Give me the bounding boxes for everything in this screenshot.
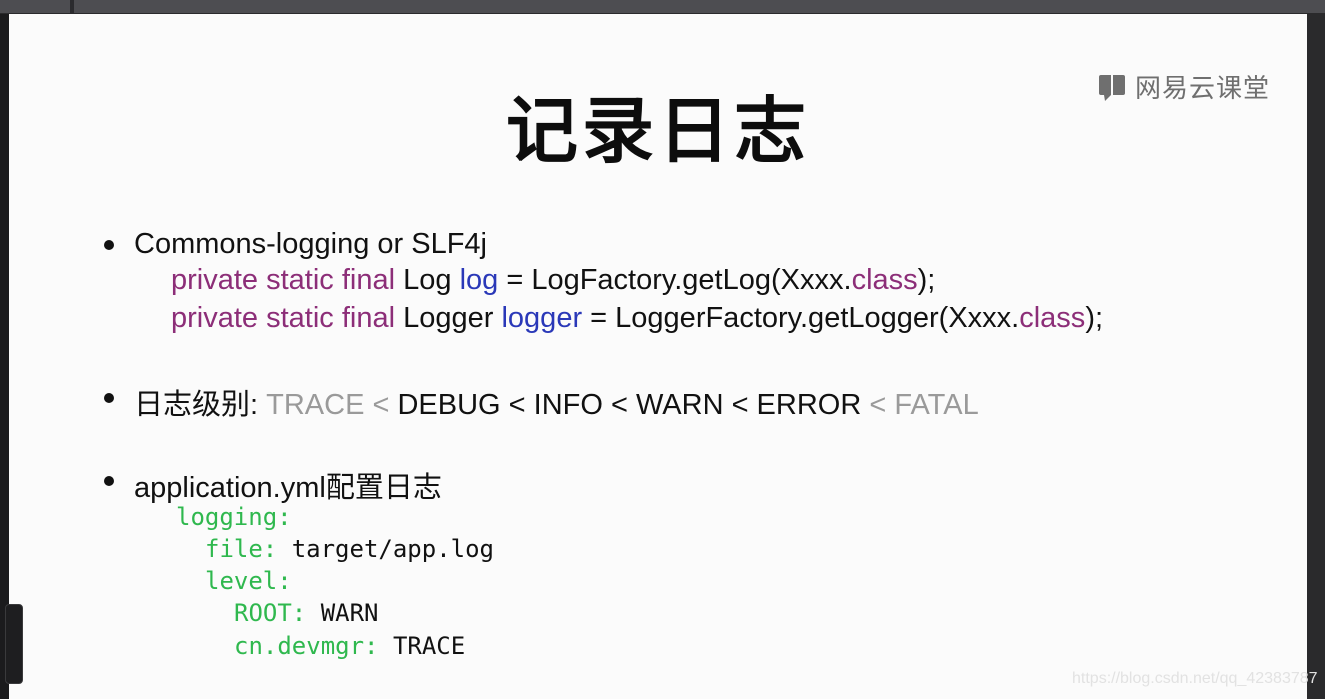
yaml-file-key: file: [205, 535, 278, 563]
yaml-logging-key: logging: [176, 503, 292, 531]
code2-type: Logger [403, 302, 494, 334]
code1-var: log [459, 264, 499, 296]
yaml-file: file: target/app.log [205, 535, 494, 563]
yaml-level-key: level: [205, 567, 292, 595]
bullet-dot-1 [104, 240, 114, 250]
code1-call: LogFactory.getLog(Xxxx. [531, 264, 852, 296]
bullet-1-heading: Commons-logging or SLF4j [134, 228, 487, 260]
yaml-root: ROOT: WARN [234, 599, 379, 627]
watermark-url: https://blog.csdn.net/qq_42383787 [1072, 670, 1318, 687]
code2-modifiers: private static final [171, 302, 396, 334]
logo-text: 网易云课堂 [1135, 74, 1271, 104]
code1-equals: = [506, 264, 524, 296]
level-fatal: FATAL [894, 389, 979, 421]
log-levels-label: 日志级别: [134, 389, 259, 421]
level-lt-2: < [869, 389, 887, 421]
yaml-package: cn.devmgr: TRACE [234, 632, 465, 660]
code1-type: Log [403, 264, 452, 296]
yaml-root-value: WARN [320, 599, 379, 627]
code-line-1: private static final Log log = LogFactor… [171, 264, 935, 297]
bullet-dot-3 [104, 476, 114, 486]
code2-end: ); [1085, 302, 1104, 334]
top-bar-marker [70, 0, 74, 13]
code2-var: logger [501, 302, 583, 334]
code2-class-kw: class [1019, 302, 1086, 334]
yaml-package-value: TRACE [392, 632, 466, 660]
right-edge-panel [1307, 14, 1325, 699]
code2-equals: = [590, 302, 608, 334]
slide-canvas [9, 14, 1307, 699]
code-line-2: private static final Logger logger = Log… [171, 302, 1103, 335]
code1-class-kw: class [851, 264, 918, 296]
level-trace: TRACE [266, 389, 365, 421]
speech-book-icon [1099, 74, 1125, 101]
side-scroll-handle[interactable] [5, 604, 23, 684]
level-middle: DEBUG < INFO < WARN < ERROR [397, 389, 862, 421]
yaml-root-key: ROOT: [234, 599, 307, 627]
bullet-3-heading: application.yml配置日志 [134, 472, 442, 504]
code1-end: ); [917, 264, 936, 296]
slide-title: 记录日志 [505, 89, 810, 173]
code1-modifiers: private static final [171, 264, 396, 296]
yaml-file-value: target/app.log [291, 535, 494, 563]
bullet-dot-2 [104, 393, 114, 403]
log-levels-line: 日志级别: TRACE < DEBUG < INFO < WARN < ERRO… [134, 381, 979, 423]
code2-call: LoggerFactory.getLogger(Xxxx. [615, 302, 1020, 334]
yaml-logging: logging: [176, 503, 292, 531]
yaml-level: level: [205, 567, 292, 595]
netease-cloud-class-logo: 网易云课堂 [1097, 68, 1270, 105]
yaml-package-key: cn.devmgr: [234, 632, 379, 660]
level-lt-1: < [372, 389, 390, 421]
top-window-bar [0, 0, 1325, 14]
